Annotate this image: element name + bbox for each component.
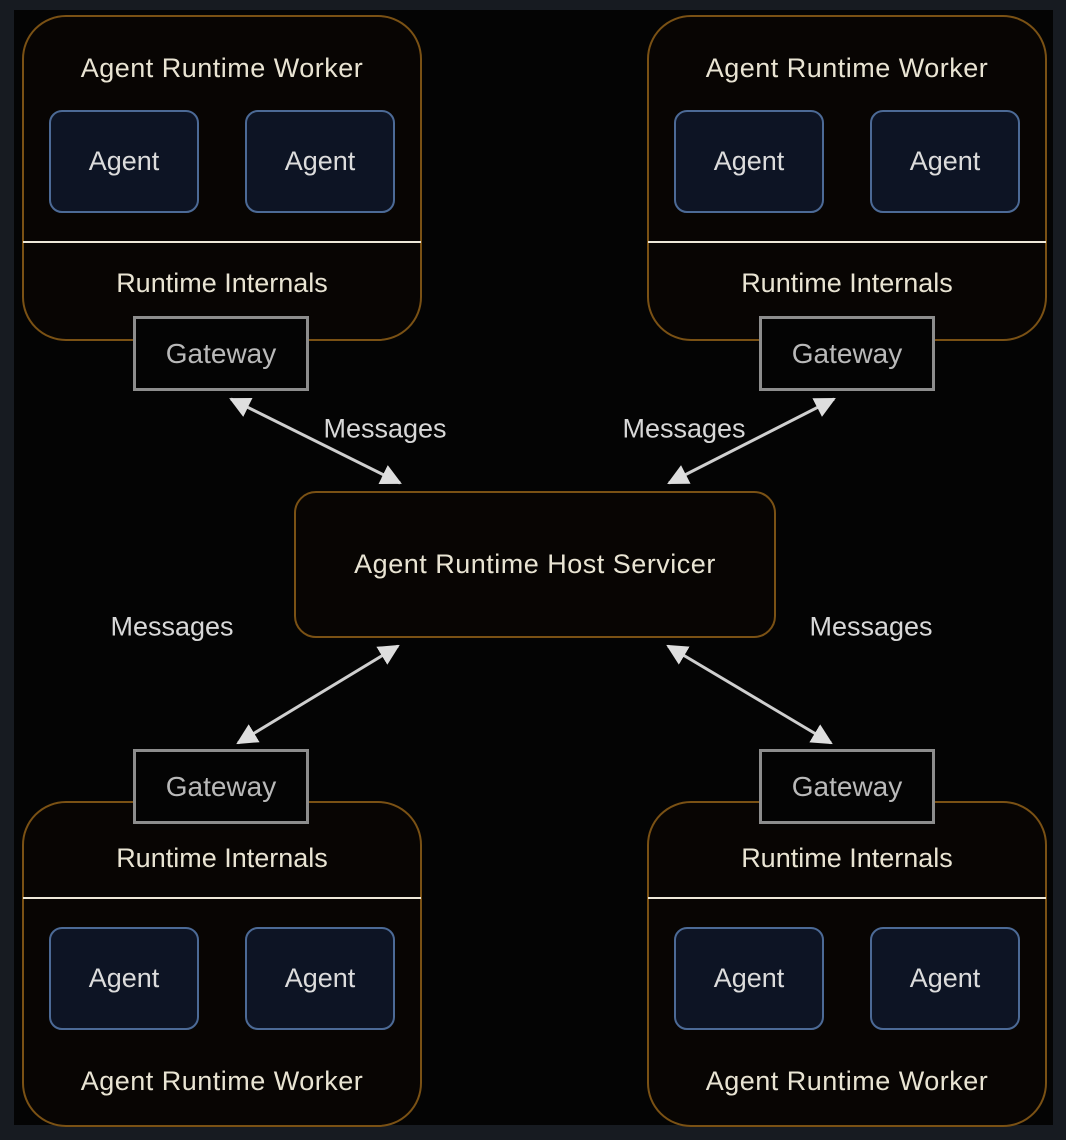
host-servicer-node: Agent Runtime Host Servicer [294,491,776,638]
agent-node: Agent [49,110,199,213]
edge-label-messages: Messages [110,611,234,642]
agents-row: Agent Agent [674,927,1020,1030]
worker-title: Agent Runtime Worker [80,53,364,83]
edge-label-messages: Messages [809,611,933,642]
agent-node: Agent [870,110,1020,213]
worker-node-bottom-left: Runtime Internals Agent Agent Agent Runt… [22,801,422,1127]
gateway-node-bottom-left: Gateway [133,749,309,824]
worker-node-top-right: Agent Runtime Worker Agent Agent Runtime… [647,15,1047,341]
agents-row: Agent Agent [674,110,1020,213]
runtime-internals-label: Runtime Internals [23,241,421,299]
agents-row: Agent Agent [49,110,395,213]
agents-row: Agent Agent [49,927,395,1030]
agent-node: Agent [674,927,824,1030]
worker-node-bottom-right: Runtime Internals Agent Agent Agent Runt… [647,801,1047,1127]
worker-node-top-left: Agent Runtime Worker Agent Agent Runtime… [22,15,422,341]
agent-node: Agent [49,927,199,1030]
edge-label-messages: Messages [622,413,746,444]
runtime-internals-label: Runtime Internals [648,241,1046,299]
gateway-node-top-right: Gateway [759,316,935,391]
worker-title: Agent Runtime Worker [80,1066,364,1096]
gateway-node-top-left: Gateway [133,316,309,391]
gateway-node-bottom-right: Gateway [759,749,935,824]
worker-title: Agent Runtime Worker [705,53,989,83]
edge-label-messages: Messages [323,413,447,444]
worker-title: Agent Runtime Worker [705,1066,989,1096]
agent-node: Agent [245,927,395,1030]
runtime-internals-label: Runtime Internals [648,803,1046,899]
agent-node: Agent [870,927,1020,1030]
agent-node: Agent [245,110,395,213]
runtime-internals-label: Runtime Internals [23,803,421,899]
agent-node: Agent [674,110,824,213]
